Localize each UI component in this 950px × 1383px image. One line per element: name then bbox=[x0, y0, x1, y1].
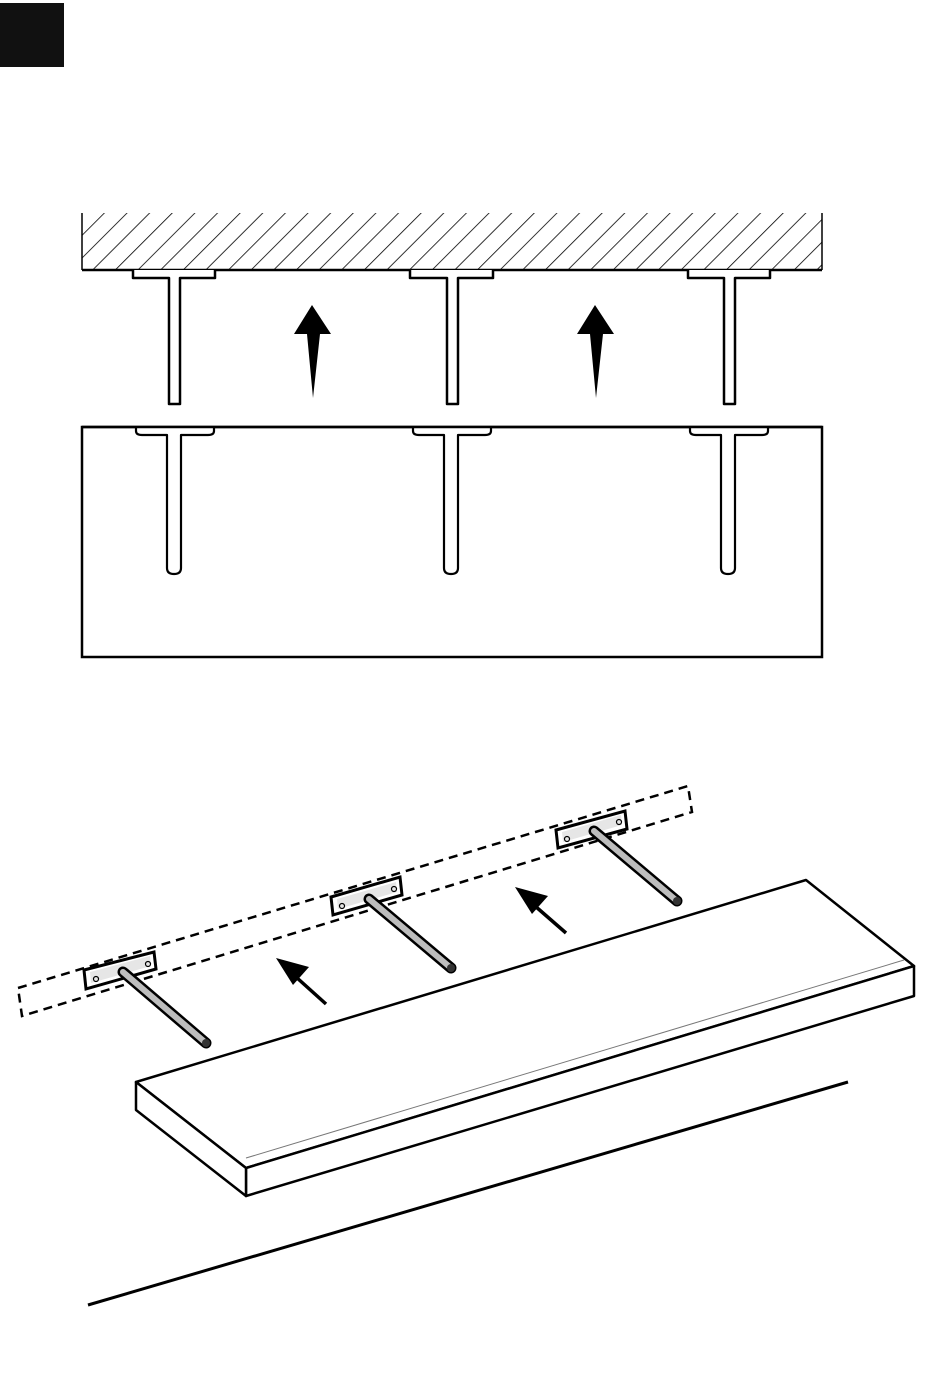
perspective-view bbox=[18, 786, 914, 1305]
t-bracket-icon bbox=[688, 270, 770, 404]
up-arrow-icon bbox=[577, 305, 614, 398]
rod-icon bbox=[123, 972, 210, 1047]
diagonal-arrow-icon bbox=[276, 958, 326, 1004]
t-bracket-icon bbox=[133, 270, 215, 404]
wall-hatch-icon bbox=[82, 213, 822, 270]
t-bracket-icon bbox=[410, 270, 493, 404]
shelf-board-icon bbox=[136, 880, 914, 1196]
diagonal-arrow-icon bbox=[515, 887, 566, 933]
step-badge bbox=[0, 3, 64, 67]
up-arrow-icon bbox=[294, 305, 331, 398]
rod-icon bbox=[594, 831, 681, 905]
shelf-slot-board bbox=[82, 427, 822, 657]
rod-icon bbox=[369, 899, 455, 972]
top-view bbox=[82, 213, 822, 657]
